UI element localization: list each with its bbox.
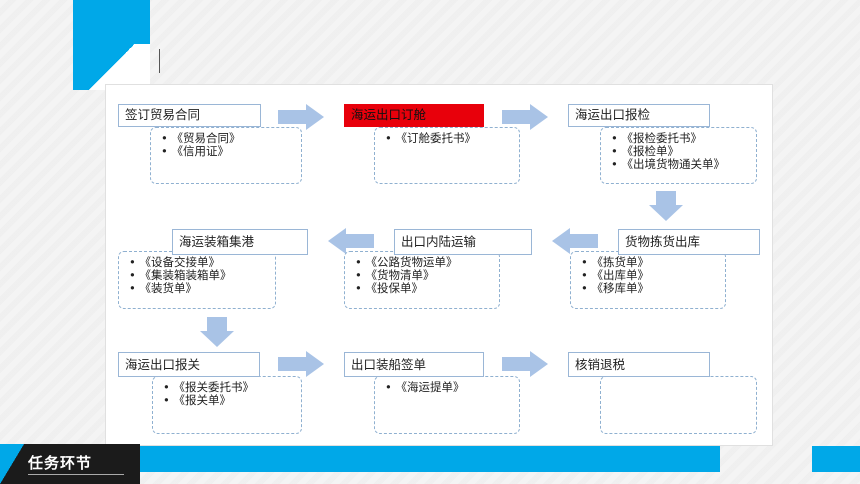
step-customs: 海运出口报关 <box>118 352 260 377</box>
doc-item: 《拣货单》 <box>581 256 717 269</box>
arrow-left-icon <box>552 228 598 254</box>
doc-item: 《货物清单》 <box>355 269 491 282</box>
docs-container-port: 《设备交接单》 《集装箱装箱单》 《装货单》 <box>118 251 276 309</box>
arrow-right-icon <box>278 351 324 377</box>
docs-customs: 《报关委托书》 《报关单》 <box>152 376 302 434</box>
doc-item: 《贸易合同》 <box>161 132 293 145</box>
arrow-right-icon <box>278 104 324 130</box>
doc-item: 《出境货物通关单》 <box>611 158 748 171</box>
doc-item: 《报关委托书》 <box>163 381 293 394</box>
flow-diagram-panel: 签订贸易合同 《贸易合同》 《信用证》 海运出口订舱 《订舱委托书》 海运出口报… <box>105 84 773 446</box>
decorative-notch <box>73 44 150 90</box>
docs-picking: 《拣货单》 《出库单》 《移库单》 <box>570 251 726 309</box>
step-shipping-bill: 出口装船签单 <box>344 352 484 377</box>
doc-item: 《出库单》 <box>581 269 717 282</box>
step-picking: 货物拣货出库 <box>618 229 760 255</box>
docs-inspection: 《报检委托书》 《报检单》 《出境货物通关单》 <box>600 127 757 184</box>
decorative-divider <box>159 49 160 73</box>
doc-item: 《报关单》 <box>163 394 293 407</box>
doc-item: 《设备交接单》 <box>129 256 267 269</box>
docs-tax-refund <box>600 376 757 434</box>
doc-item: 《公路货物运单》 <box>355 256 491 269</box>
doc-item: 《装货单》 <box>129 282 267 295</box>
step-sign-contract: 签订贸易合同 <box>118 104 261 127</box>
doc-item: 《投保单》 <box>355 282 491 295</box>
docs-sign-contract: 《贸易合同》 《信用证》 <box>150 127 302 184</box>
arrow-left-icon <box>328 228 374 254</box>
arrow-right-icon <box>502 351 548 377</box>
doc-item: 《报检委托书》 <box>611 132 748 145</box>
doc-item: 《海运提单》 <box>385 381 511 394</box>
footer-accent-bar-right <box>812 446 860 472</box>
docs-inland-transport: 《公路货物运单》 《货物清单》 《投保单》 <box>344 251 500 309</box>
footer-accent-bar <box>140 446 720 472</box>
docs-booking: 《订舱委托书》 <box>374 127 520 184</box>
doc-item: 《报检单》 <box>611 145 748 158</box>
arrow-down-icon <box>649 191 683 221</box>
docs-shipping-bill: 《海运提单》 <box>374 376 520 434</box>
step-tax-refund: 核销退税 <box>568 352 710 377</box>
arrow-down-icon <box>200 317 234 347</box>
footer-accent-triangle <box>0 444 24 484</box>
footer-title: 任务环节 <box>28 454 93 472</box>
arrow-right-icon <box>502 104 548 130</box>
step-booking: 海运出口订舱 <box>344 104 484 127</box>
footer-underline <box>28 474 124 475</box>
doc-item: 《订舱委托书》 <box>385 132 511 145</box>
step-container-port: 海运装箱集港 <box>172 229 308 255</box>
doc-item: 《集装箱装箱单》 <box>129 269 267 282</box>
doc-item: 《移库单》 <box>581 282 717 295</box>
step-inland-transport: 出口内陆运输 <box>394 229 532 255</box>
step-inspection: 海运出口报检 <box>568 104 710 127</box>
doc-item: 《信用证》 <box>161 145 293 158</box>
